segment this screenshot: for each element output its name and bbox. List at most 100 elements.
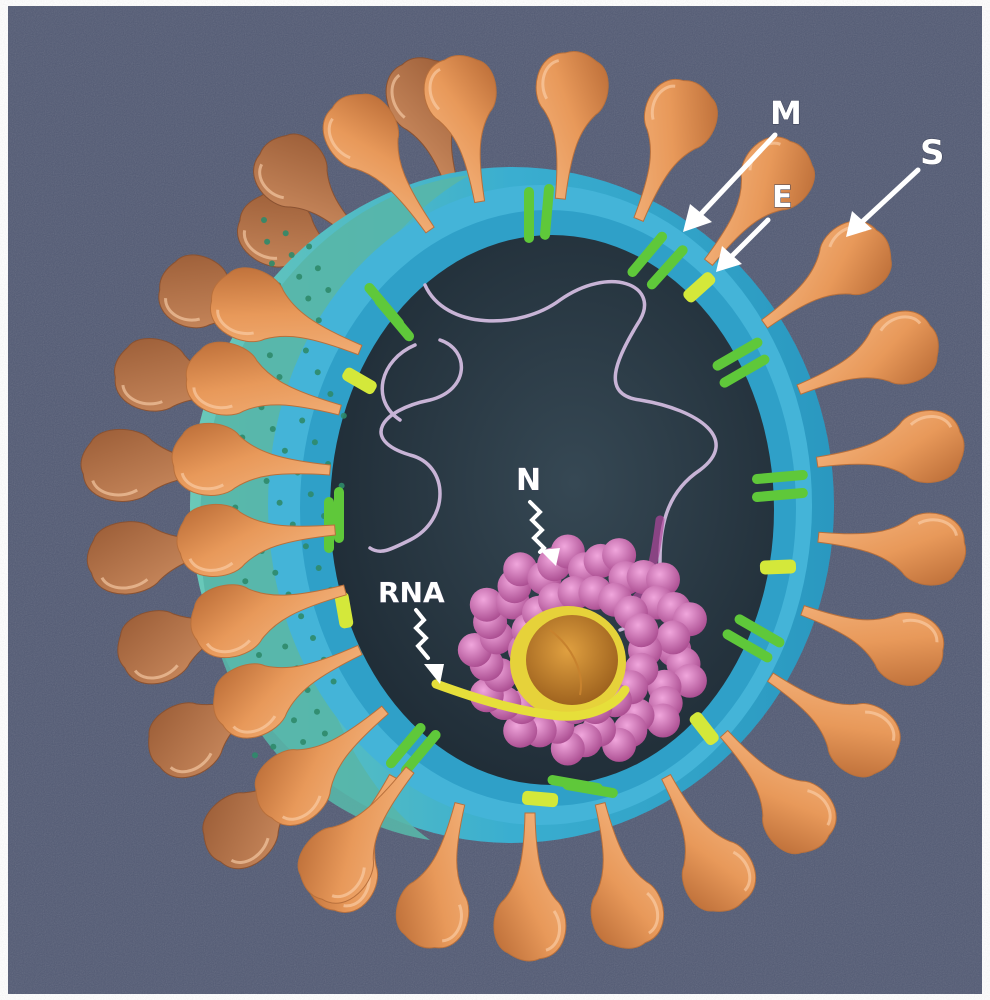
nucleocapsid-bead	[469, 587, 504, 622]
m-arrow	[697, 132, 778, 218]
m-protein	[400, 730, 441, 776]
nucleocapsid-bead	[624, 613, 659, 648]
m-protein	[562, 780, 618, 799]
label-n: N	[516, 463, 541, 498]
e-arrowhead	[716, 246, 742, 272]
label-s: S	[920, 133, 945, 173]
label-rna: RNA	[378, 576, 445, 609]
nucleocapsid-cluster	[457, 534, 707, 766]
spike-protein	[796, 310, 939, 395]
rna-arrow	[413, 608, 430, 660]
spike-protein	[395, 802, 470, 949]
surface-dot	[299, 417, 306, 424]
surface-dot	[268, 260, 275, 267]
surface-dot	[266, 352, 273, 359]
spike-protein	[661, 773, 756, 912]
e-protein	[521, 790, 559, 808]
surface-dot	[256, 652, 262, 658]
surface-dot	[261, 217, 267, 223]
nucleocapsid-bead	[656, 620, 691, 655]
nucleocapsid-core	[510, 606, 626, 718]
surface-dot	[242, 578, 249, 585]
surface-dot	[325, 287, 332, 293]
surface-dot	[263, 478, 270, 484]
m-protein	[734, 614, 785, 648]
surface-dot	[306, 243, 313, 250]
surface-dot	[302, 347, 309, 354]
surface-dot	[307, 491, 314, 498]
m-protein	[385, 723, 426, 769]
spike-protein	[766, 672, 901, 778]
spike-protein	[213, 644, 363, 739]
spike-protein	[171, 422, 331, 496]
surface-dot	[310, 635, 316, 641]
m-protein	[524, 187, 534, 243]
e-protein	[334, 592, 354, 629]
m-protein	[712, 337, 763, 371]
m-protein	[719, 354, 770, 388]
m-protein	[374, 296, 415, 342]
surface-dot	[302, 543, 309, 550]
spike-protein	[176, 504, 336, 577]
spike-protein	[493, 812, 567, 962]
e-protein	[689, 712, 719, 746]
spike-protein	[254, 705, 389, 826]
m-protein	[752, 487, 808, 503]
spike-protein	[322, 93, 435, 234]
surface-dot	[281, 447, 288, 454]
surface-dot	[311, 439, 318, 446]
spike-protein	[190, 584, 347, 658]
spike-protein	[209, 267, 363, 356]
e-arrow	[729, 217, 771, 259]
surface-dot	[314, 369, 321, 376]
rna-arrowhead	[424, 664, 444, 684]
label-e: E	[772, 180, 793, 215]
surface-dot	[291, 717, 297, 724]
spike-protein	[817, 512, 967, 586]
surface-dot	[270, 743, 277, 750]
surface-dot	[305, 295, 312, 302]
surface-dot	[327, 391, 334, 397]
e-protein	[683, 272, 716, 303]
surface-dot	[330, 678, 337, 685]
spike-protein	[80, 429, 251, 502]
spike-protein	[535, 51, 609, 200]
envelope-proteins	[334, 272, 797, 808]
n-arrow	[528, 500, 547, 554]
membrane-proteins	[324, 184, 808, 799]
n-arrowhead	[540, 548, 560, 566]
rna-strand	[431, 679, 630, 721]
surface-dot	[300, 739, 307, 745]
surface-dot	[340, 412, 347, 419]
m-arrowhead	[683, 204, 712, 232]
nucleocapsid-bead	[646, 703, 680, 738]
nucleocapsid-bead	[672, 663, 707, 698]
s-arrow	[859, 167, 921, 225]
spike-protein	[719, 729, 837, 855]
surface-dot	[252, 752, 258, 759]
surface-dot	[315, 317, 322, 324]
m-protein	[646, 245, 688, 290]
m-protein	[334, 487, 344, 543]
surface-dot	[298, 613, 305, 620]
spike-protein	[423, 55, 497, 204]
surface-dot	[264, 238, 271, 245]
spike-proteins	[171, 51, 967, 962]
surface-dot	[282, 643, 289, 650]
spike-protein	[185, 341, 342, 416]
spike-protein	[815, 409, 965, 484]
surface-dot	[269, 426, 276, 432]
e-protein	[342, 367, 377, 395]
m-protein	[722, 629, 773, 663]
surface-dot	[314, 265, 321, 272]
label-m: M	[770, 94, 802, 132]
m-protein	[752, 469, 808, 485]
spike-protein	[633, 78, 718, 222]
surface-dot	[276, 374, 283, 380]
surface-dot	[288, 252, 295, 258]
surface-dot	[296, 273, 303, 280]
surface-dot	[315, 565, 322, 571]
surface-dot	[272, 569, 279, 576]
